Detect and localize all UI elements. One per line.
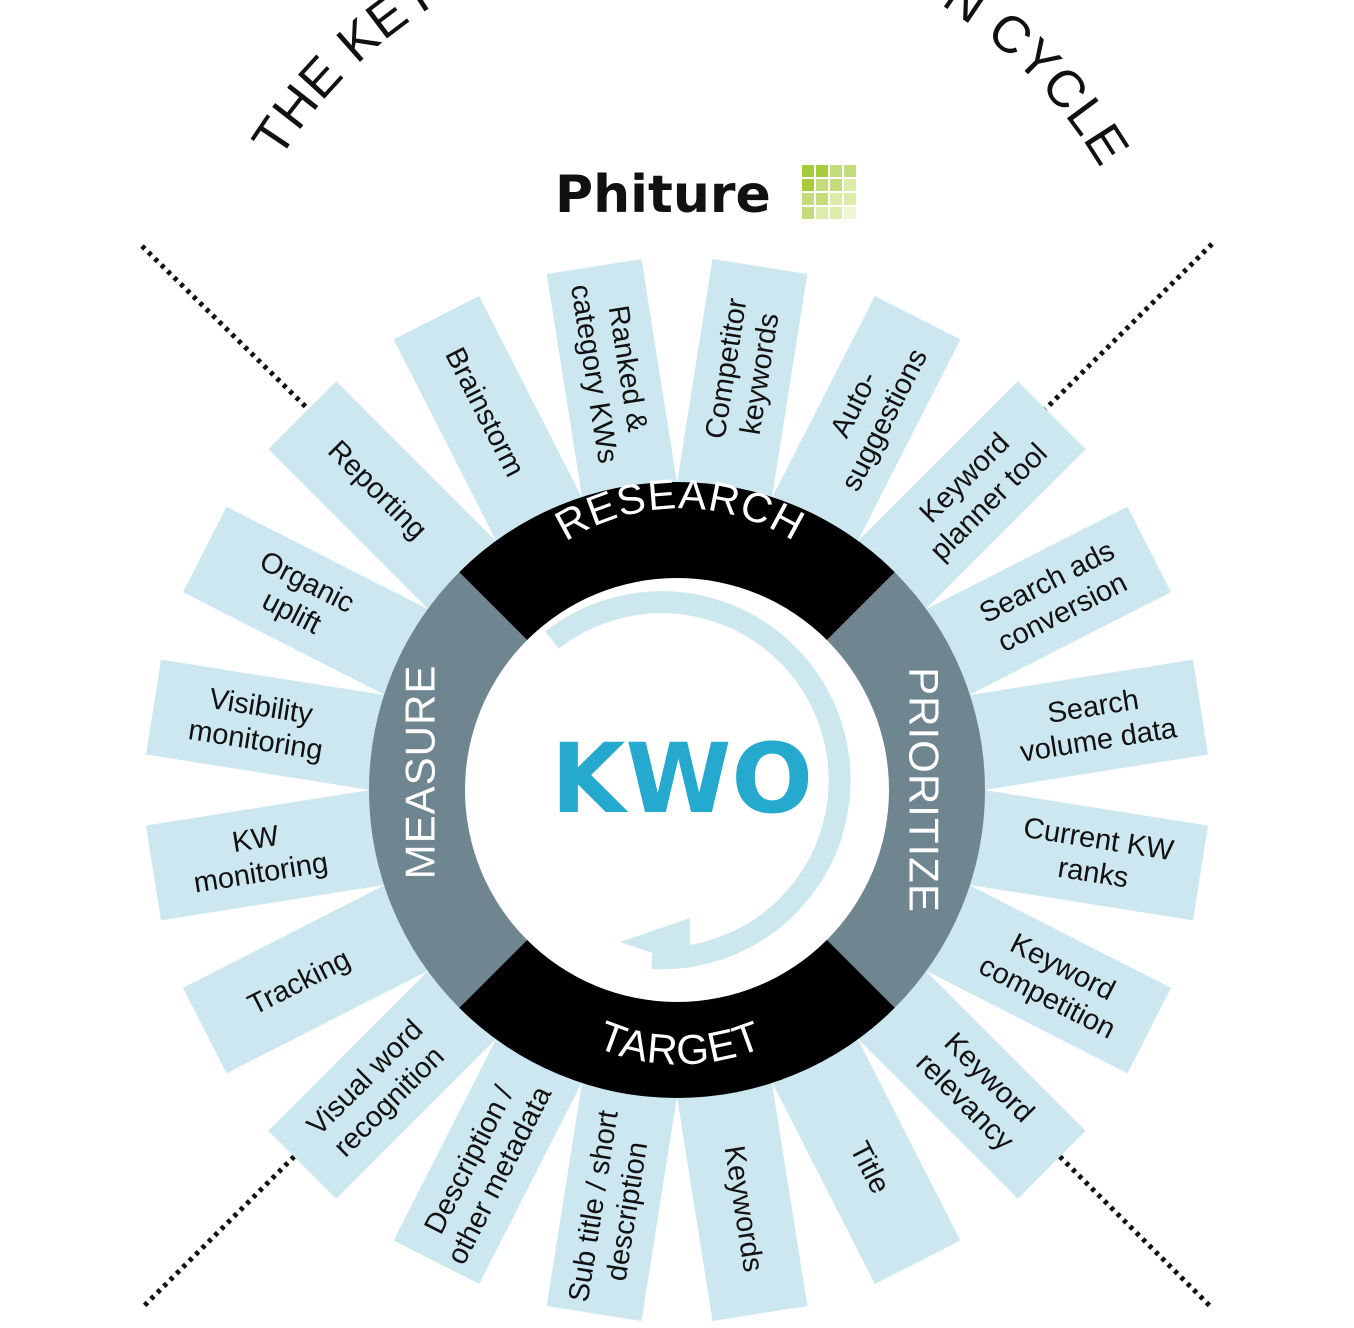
brand-grid-square [830,179,842,191]
brand-grid-square [830,193,842,205]
ray-13: Description /other metadata [393,973,616,1285]
brand-name: Phiture [555,165,771,225]
ray-label: KW [230,820,282,859]
ring-segment-research [459,482,895,649]
brand-grid-square [802,193,814,205]
ring-segment-measure [369,572,536,1008]
brand-grid-square [844,207,856,219]
cycle-arrowhead-icon [620,918,690,966]
brand-grid-square [844,165,856,177]
brand-grid-square [844,179,856,191]
brand-grid-square [816,207,828,219]
divider-bottom-left [140,1091,360,1310]
center-label: KWO [551,723,813,835]
brand-grid-square [802,165,814,177]
diagram-title: THE KEYWORD OPTIMIZATION CYCLE [241,0,1140,175]
brand-grid-square [816,193,828,205]
brand-grid-square [802,179,814,191]
brand-grid-square [830,165,842,177]
brand-grid-icon [802,165,856,219]
phase-label-measure: MEASURE [397,665,444,880]
brand-grid-square [844,193,856,205]
cycle-arrow-icon [545,591,851,970]
brand-grid-square [830,207,842,219]
divider-bottom-right [994,1091,1214,1310]
brand-logo: Phiture [555,165,856,225]
brand-grid-square [816,165,828,177]
center-cycle: KWO [545,591,851,970]
phase-label-prioritize: PRIORITIZE [901,667,948,913]
ring-segment-target [459,931,895,1098]
ring-segment-prioritize [818,572,985,1008]
brand-grid-square [802,207,814,219]
brand-grid-square [816,179,828,191]
